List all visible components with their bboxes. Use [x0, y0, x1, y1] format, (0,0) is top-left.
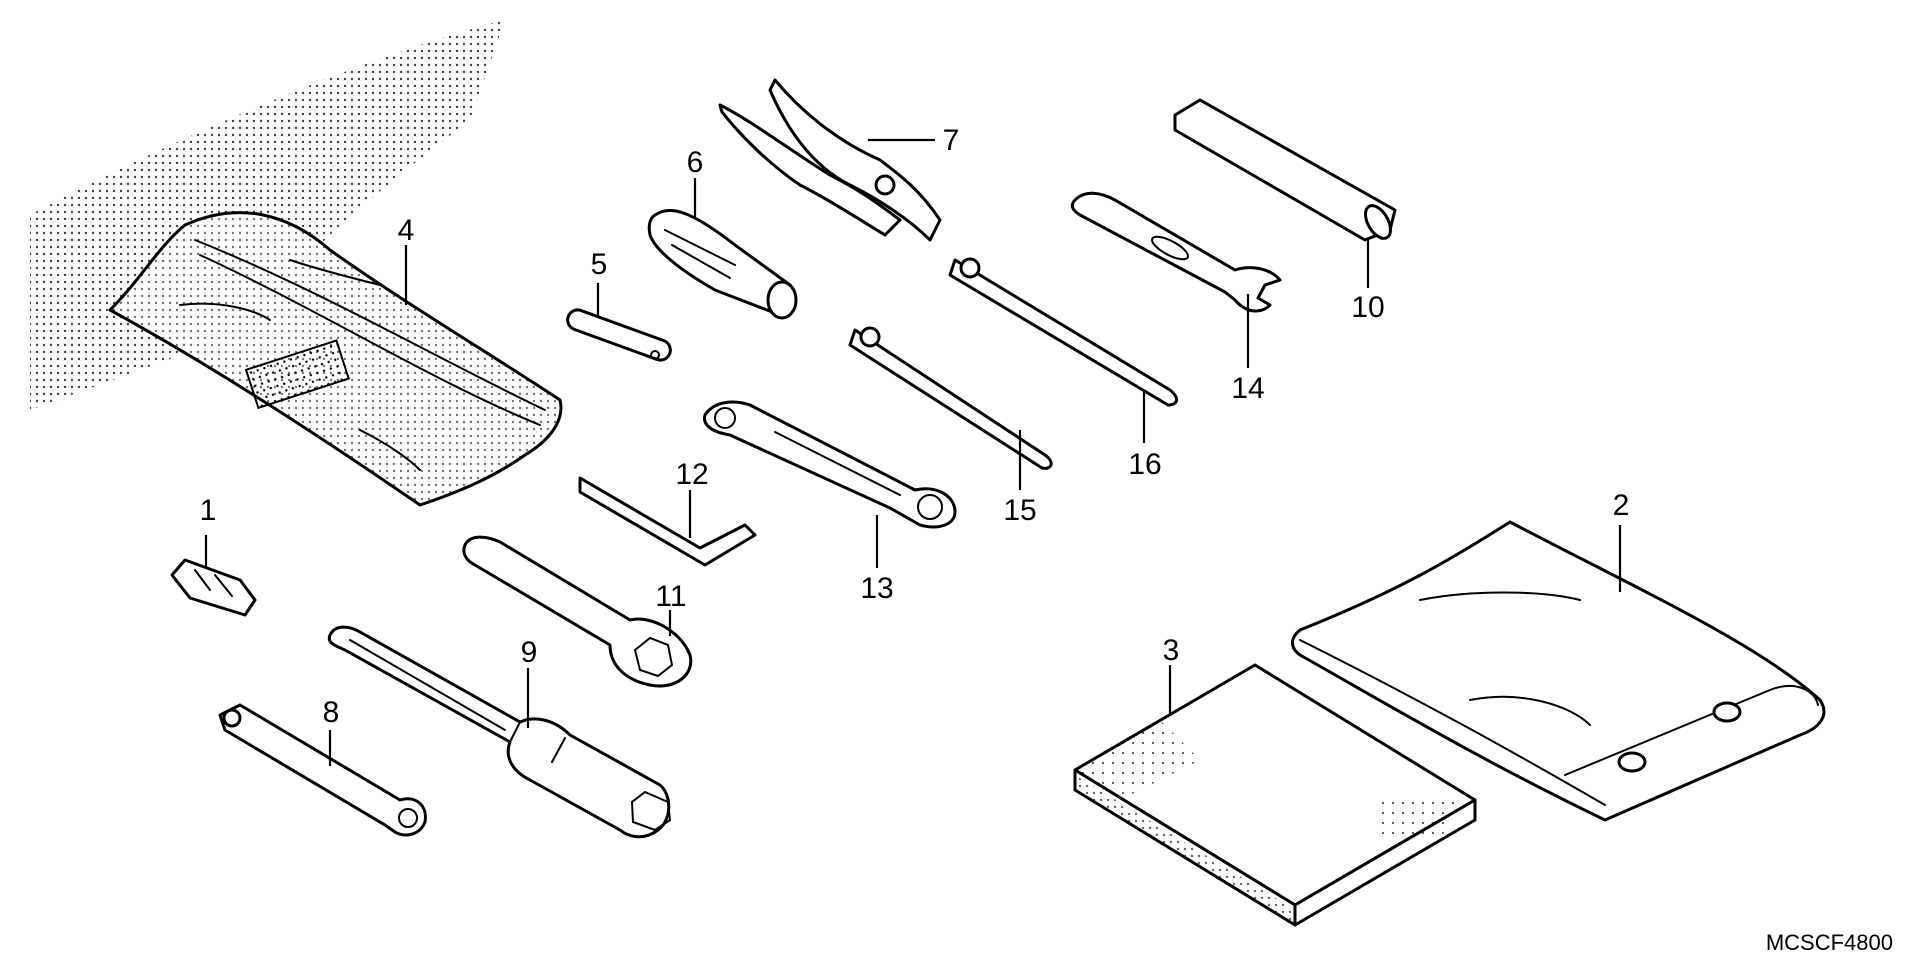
callout-10: 10 — [1351, 291, 1384, 324]
part-ring-spanner — [462, 535, 693, 688]
part-plug-wrench — [327, 625, 672, 839]
callout-11: 11 — [655, 580, 686, 613]
part-document-pouch — [1291, 520, 1826, 822]
callout-3: 3 — [1163, 634, 1180, 667]
part-screwdriver-bit-long — [948, 257, 1178, 407]
callout-16: 16 — [1128, 448, 1161, 481]
callout-2: 2 — [1613, 489, 1630, 522]
callout-12: 12 — [675, 458, 708, 491]
part-pliers — [718, 78, 942, 242]
callout-14: 14 — [1231, 372, 1264, 405]
part-flat-spanner — [566, 308, 672, 362]
callout-8: 8 — [323, 696, 340, 729]
part-extension-bar — [218, 703, 427, 837]
part-tool-roll — [108, 211, 563, 507]
callout-labels: 1 2 3 4 5 6 7 8 9 10 11 12 13 14 15 16 — [200, 124, 1630, 729]
part-grip-sleeve — [1173, 98, 1397, 242]
callout-4: 4 — [398, 214, 415, 247]
leader-lines — [204, 138, 1622, 766]
diagram-code: MCSCF4800 — [1766, 930, 1893, 955]
callout-15: 15 — [1003, 494, 1036, 527]
callout-7: 7 — [943, 124, 960, 157]
part-box-wrench — [702, 400, 957, 529]
part-owners-manual — [1073, 663, 1477, 927]
part-open-end-wrench — [1070, 191, 1282, 313]
part-screwdriver-handle — [647, 208, 798, 320]
callout-5: 5 — [591, 248, 608, 281]
callout-13: 13 — [860, 572, 893, 605]
part-hex-key — [578, 476, 757, 567]
part-clip — [170, 558, 257, 617]
callout-9: 9 — [521, 636, 538, 669]
part-screwdriver-bit — [848, 326, 1053, 470]
callout-6: 6 — [687, 146, 704, 179]
callout-1: 1 — [200, 494, 217, 527]
